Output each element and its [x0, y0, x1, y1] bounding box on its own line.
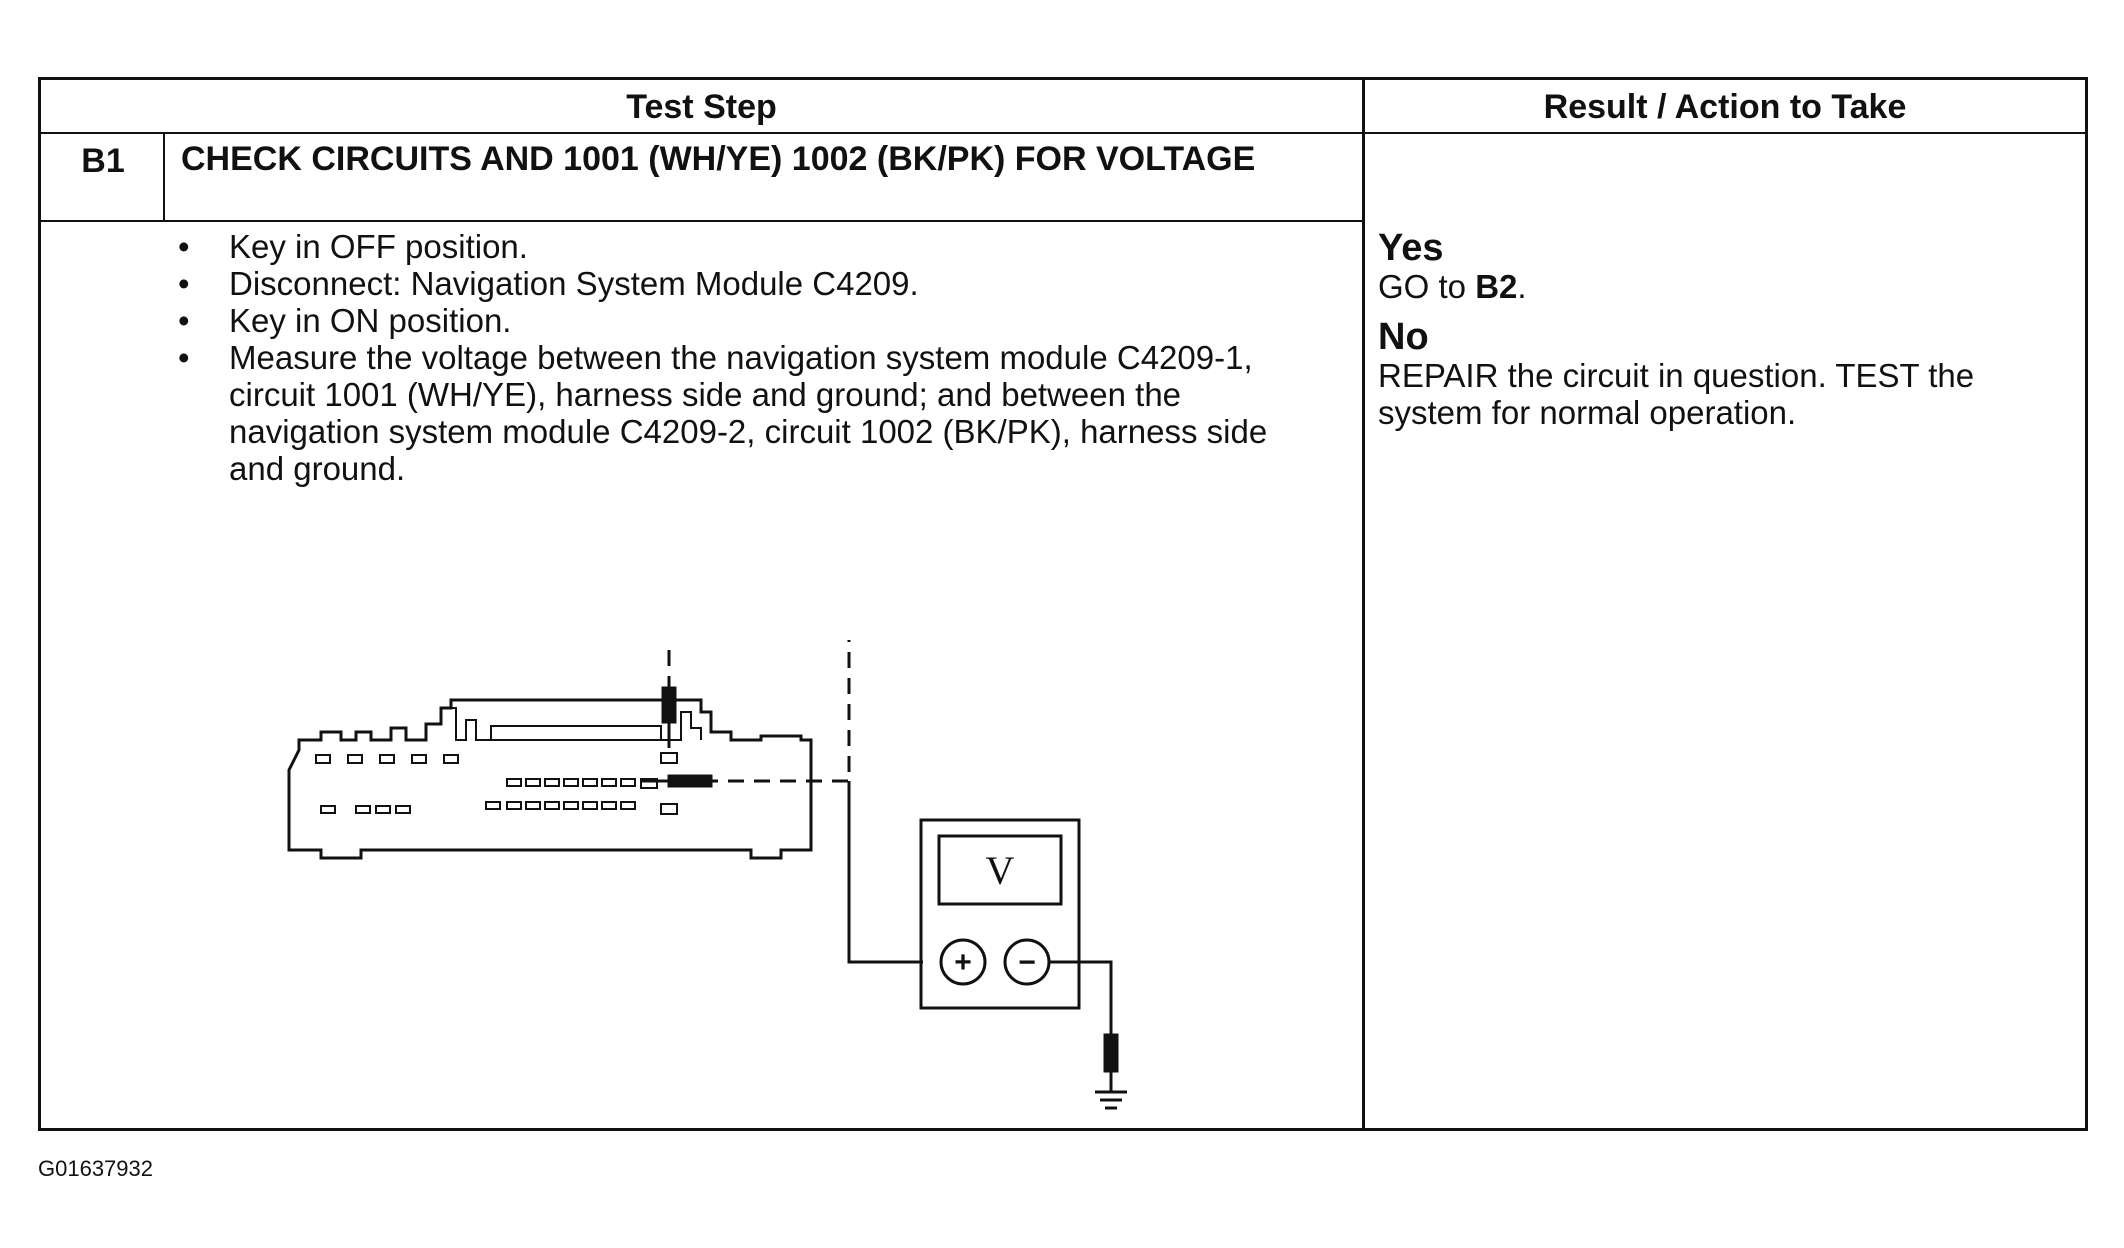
result-yes-suffix: . — [1517, 268, 1527, 305]
step-title-divider — [41, 220, 1363, 222]
wiring-diagram: V + − — [287, 640, 1127, 1110]
header-result-action: Result / Action to Take — [1543, 87, 1907, 126]
header-divider — [41, 132, 2085, 134]
step-id: B1 — [81, 142, 125, 180]
instruction-item: Disconnect: Navigation System Module C42… — [173, 265, 1323, 302]
header-test-step: Test Step — [626, 87, 777, 126]
ground-icon — [1095, 1071, 1127, 1110]
negative-terminal-symbol: − — [1018, 946, 1036, 979]
result-column: Yes GO to B2. No REPAIR the circuit in q… — [1378, 228, 2078, 443]
ground-probe — [1103, 1033, 1119, 1073]
test-step-table: Test Step Result / Action to Take B1 CHE… — [38, 77, 2088, 1131]
step-title: CHECK CIRCUITS AND 1001 (WH/YE) 1002 (BK… — [181, 140, 1256, 178]
dashed-test-lead — [667, 640, 851, 783]
result-yes-label: Yes — [1378, 227, 1444, 269]
negative-lead-wire — [1049, 960, 1113, 1045]
instruction-item: Key in OFF position. — [173, 228, 1323, 265]
result-no-label: No — [1378, 316, 1429, 358]
voltmeter-symbol: V — [986, 848, 1015, 893]
probe-pin-2 — [641, 774, 713, 788]
result-no-action: REPAIR the circuit in question. TEST the… — [1378, 357, 1975, 431]
voltmeter: V + − — [919, 818, 1081, 1010]
connector-c4209 — [287, 698, 813, 860]
instruction-item: Key in ON position. — [173, 302, 1323, 339]
result-yes-action: GO to B2. — [1378, 268, 2078, 305]
instruction-list: Key in OFF position. Disconnect: Navigat… — [173, 228, 1323, 487]
positive-terminal — [939, 938, 987, 986]
column-divider — [1362, 80, 1365, 1128]
positive-terminal-symbol: + — [954, 946, 972, 979]
result-yes-target: B2 — [1475, 268, 1518, 305]
result-yes-prefix: GO to — [1378, 268, 1467, 305]
step-id-divider — [163, 133, 165, 221]
figure-id: G01637932 — [38, 1156, 153, 1181]
result-no: No REPAIR the circuit in question. TEST … — [1378, 317, 2078, 431]
positive-lead-wire — [847, 781, 923, 964]
instruction-item: Measure the voltage between the navigati… — [173, 339, 1323, 487]
result-yes: Yes GO to B2. — [1378, 228, 2078, 305]
